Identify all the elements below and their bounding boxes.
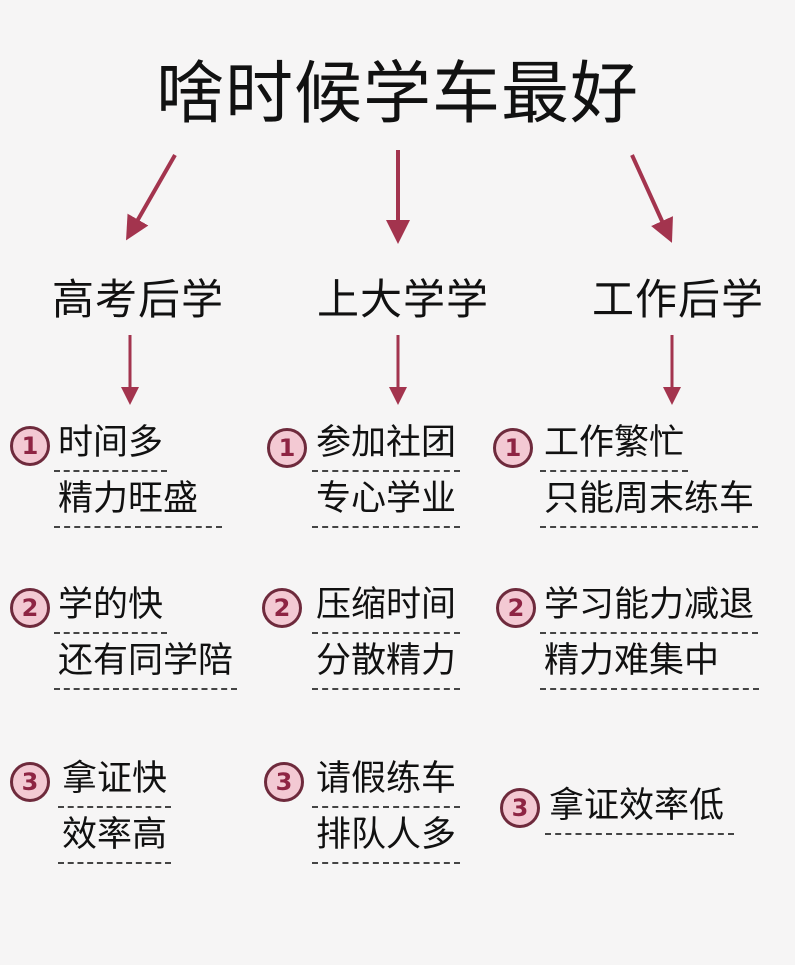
number-badge: 3	[500, 788, 540, 828]
item-line: 拿证快	[58, 756, 172, 808]
item-line: 精力旺盛	[54, 476, 223, 528]
item-line: 压缩时间	[312, 582, 461, 634]
arrow-right	[630, 154, 673, 243]
item-line: 学的快	[54, 582, 168, 634]
number-badge: 1	[267, 428, 307, 468]
heading-in-university: 上大学学	[316, 275, 489, 324]
number-badge: 3	[10, 762, 50, 802]
number-badge: 1	[493, 428, 533, 468]
number-badge: 2	[496, 588, 536, 628]
item-line: 学习能力减退	[540, 582, 759, 634]
arrow-left	[126, 154, 177, 241]
item-line: 还有同学陪	[54, 638, 238, 690]
number-badge: 1	[10, 426, 50, 466]
item-line: 参加社团	[312, 420, 461, 472]
item-line: 只能周末练车	[540, 476, 759, 528]
item-line: 效率高	[58, 812, 172, 864]
heading-after-work: 工作后学	[591, 275, 764, 324]
item-line: 排队人多	[312, 812, 461, 864]
item-line: 请假练车	[312, 756, 461, 808]
item-line: 精力难集中	[540, 638, 760, 690]
item-line: 时间多	[54, 420, 168, 472]
item-line: 工作繁忙	[540, 420, 689, 472]
item-line: 拿证效率低	[545, 783, 735, 835]
heading-after-gaokao: 高考后学	[51, 275, 224, 324]
item-line: 专心学业	[312, 476, 461, 528]
diagram-title: 啥时候学车最好	[155, 55, 639, 134]
number-badge: 3	[264, 762, 304, 802]
number-badge: 2	[262, 588, 302, 628]
item-line: 分散精力	[312, 638, 461, 690]
number-badge: 2	[10, 588, 50, 628]
